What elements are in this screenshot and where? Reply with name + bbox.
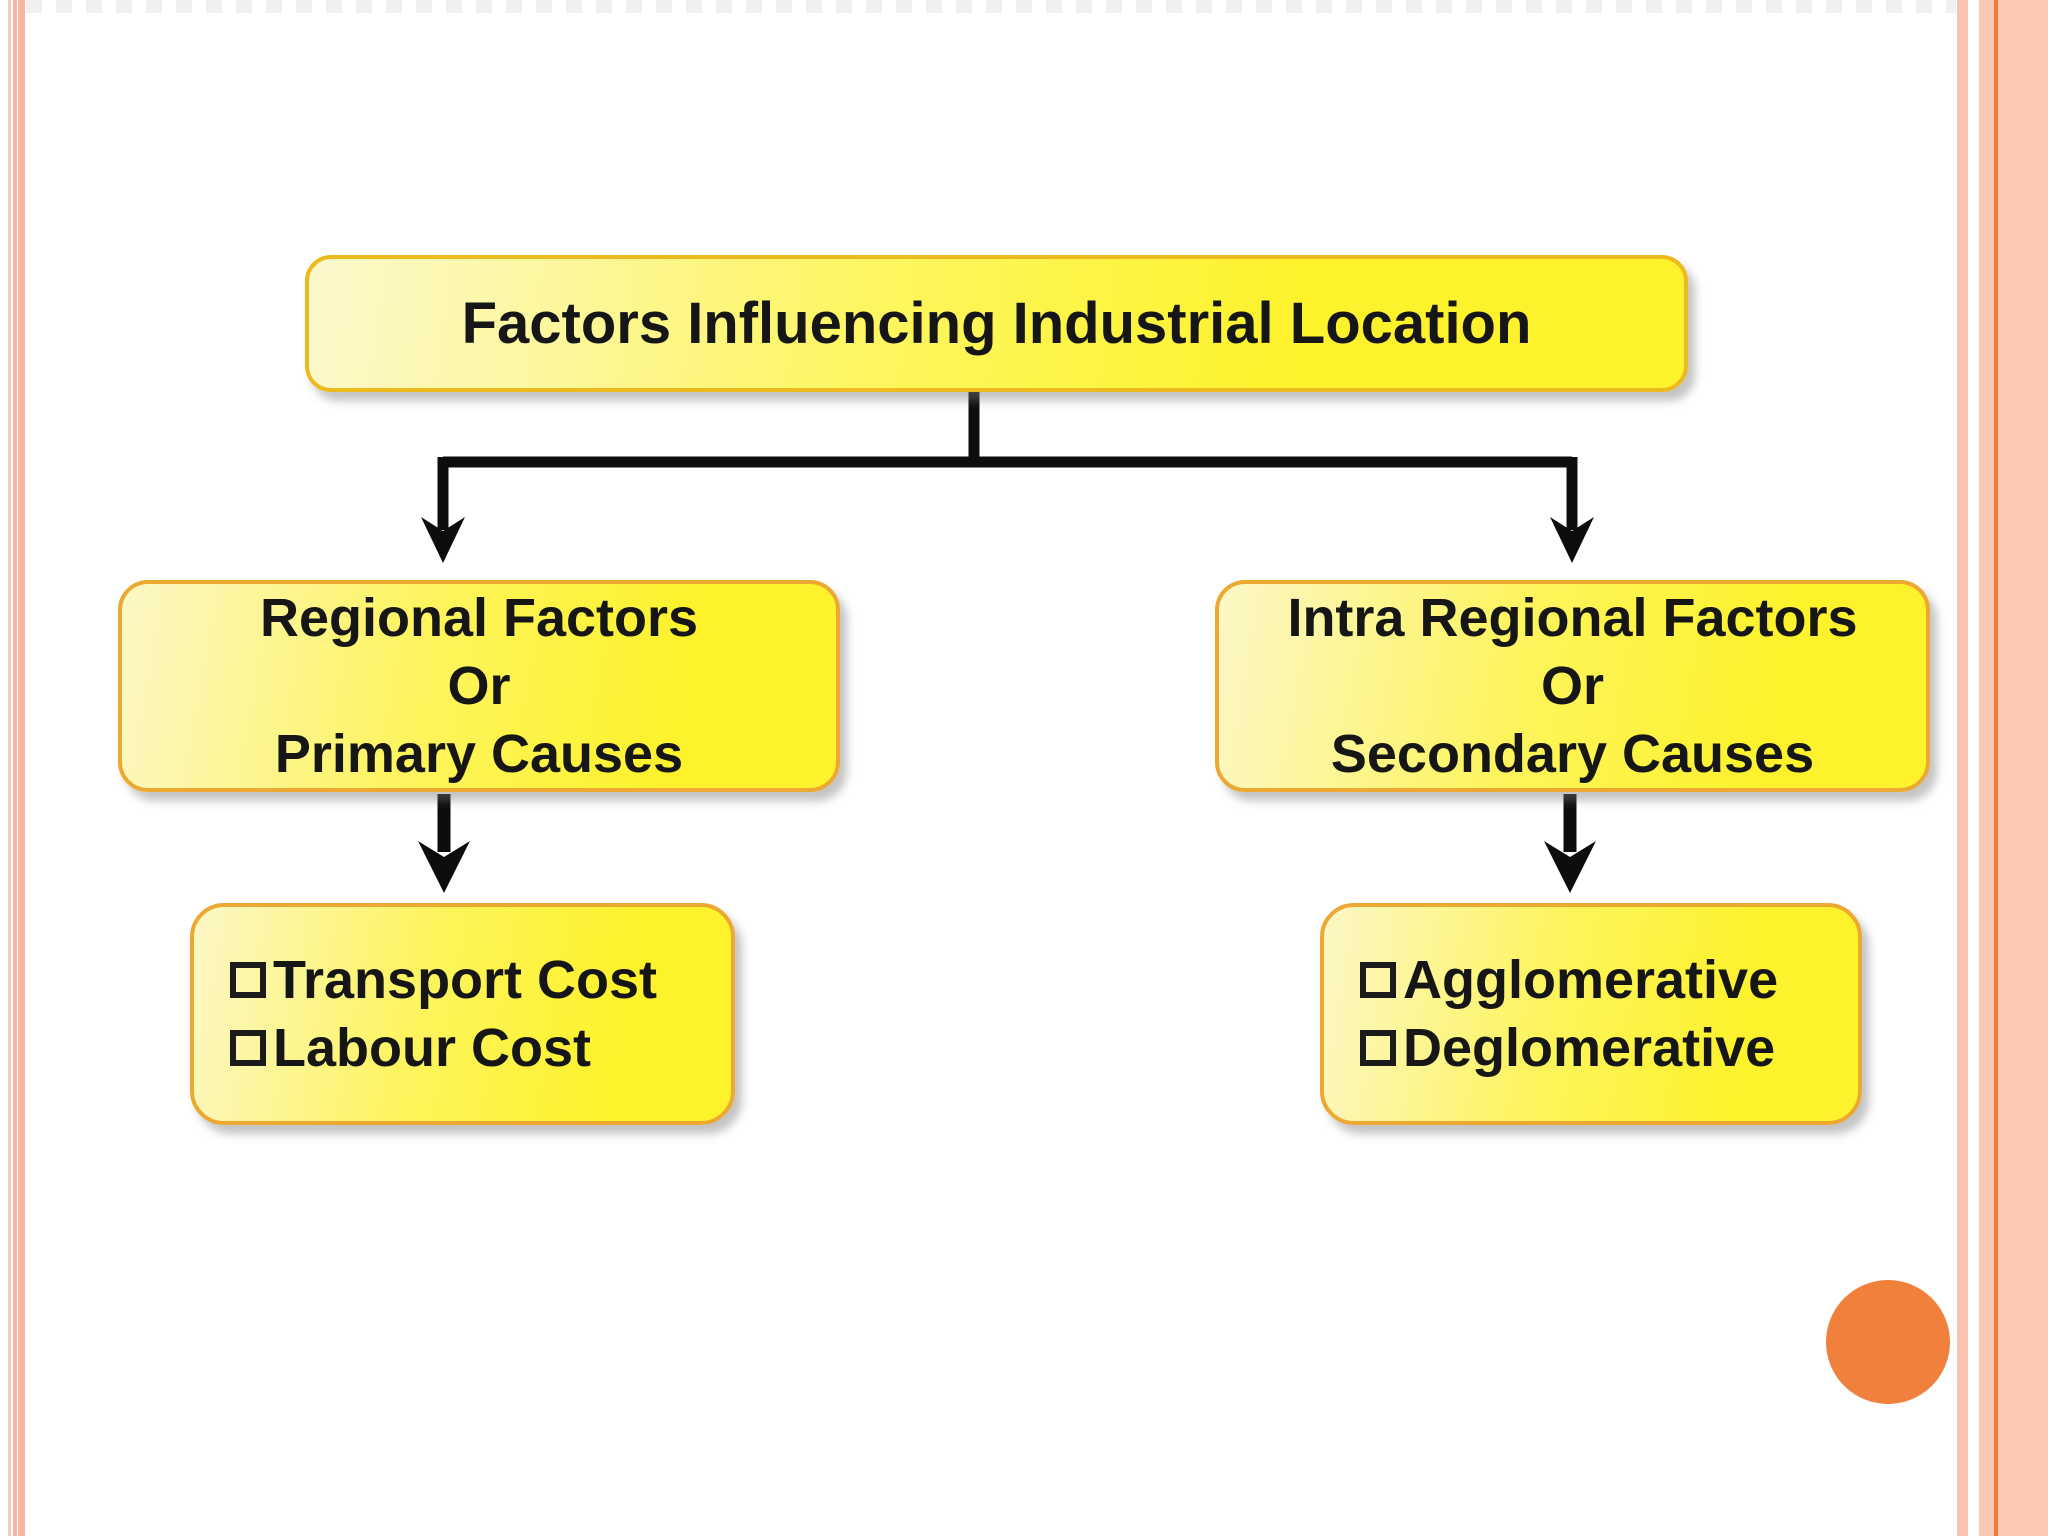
branch-label-line: Intra Regional Factors — [1287, 588, 1858, 648]
leaf-item-list: Agglomerative Deglomerative — [1324, 946, 1778, 1082]
branch-node-regional: Regional Factors Or Primary Causes — [118, 580, 840, 792]
branch-label-line: Secondary Causes — [1330, 724, 1815, 784]
top-border-pattern — [26, 0, 1956, 13]
right-border-accent-line — [1994, 0, 1998, 1536]
leaf-item-list: Transport Cost Labour Cost — [194, 946, 657, 1082]
checkbox-bullet-icon — [230, 962, 266, 998]
arrowhead-down-icon — [421, 517, 465, 563]
decorative-circle — [1826, 1280, 1950, 1404]
branch-node-label: Intra Regional Factors Or Secondary Caus… — [1287, 584, 1857, 788]
leaf-node-intra-regional-items: Agglomerative Deglomerative — [1320, 903, 1862, 1125]
list-item: Agglomerative — [1360, 946, 1778, 1014]
arrowhead-down-icon — [418, 841, 470, 893]
branch-label-line: Or — [447, 656, 511, 716]
right-border-stripe — [1957, 0, 1968, 1536]
left-border-stripe — [13, 0, 17, 1536]
list-item-label: Agglomerative — [1403, 950, 1779, 1010]
root-node-label: Factors Influencing Industrial Location — [461, 291, 1532, 356]
branch-label-line: Or — [1540, 656, 1605, 716]
arrowhead-down-icon — [1544, 841, 1596, 893]
list-item: Transport Cost — [230, 946, 657, 1014]
root-node: Factors Influencing Industrial Location — [305, 255, 1688, 392]
leaf-node-regional-items: Transport Cost Labour Cost — [190, 903, 735, 1125]
branch-node-label: Regional Factors Or Primary Causes — [260, 584, 698, 788]
right-border-band — [1979, 0, 2048, 1536]
list-item-label: Transport Cost — [273, 950, 658, 1010]
list-item-label: Deglomerative — [1403, 1018, 1776, 1078]
list-item-label: Labour Cost — [273, 1018, 591, 1078]
left-border-stripe — [8, 0, 11, 1536]
left-border-stripe — [18, 0, 25, 1536]
branch-label-line: Primary Causes — [274, 724, 684, 784]
list-item: Labour Cost — [230, 1014, 657, 1082]
list-item: Deglomerative — [1360, 1014, 1778, 1082]
checkbox-bullet-icon — [230, 1030, 266, 1066]
branch-label-line: Regional Factors — [259, 588, 699, 648]
checkbox-bullet-icon — [1360, 1030, 1396, 1066]
checkbox-bullet-icon — [1360, 962, 1396, 998]
branch-node-intra-regional: Intra Regional Factors Or Secondary Caus… — [1215, 580, 1930, 792]
arrowhead-down-icon — [1550, 517, 1594, 563]
